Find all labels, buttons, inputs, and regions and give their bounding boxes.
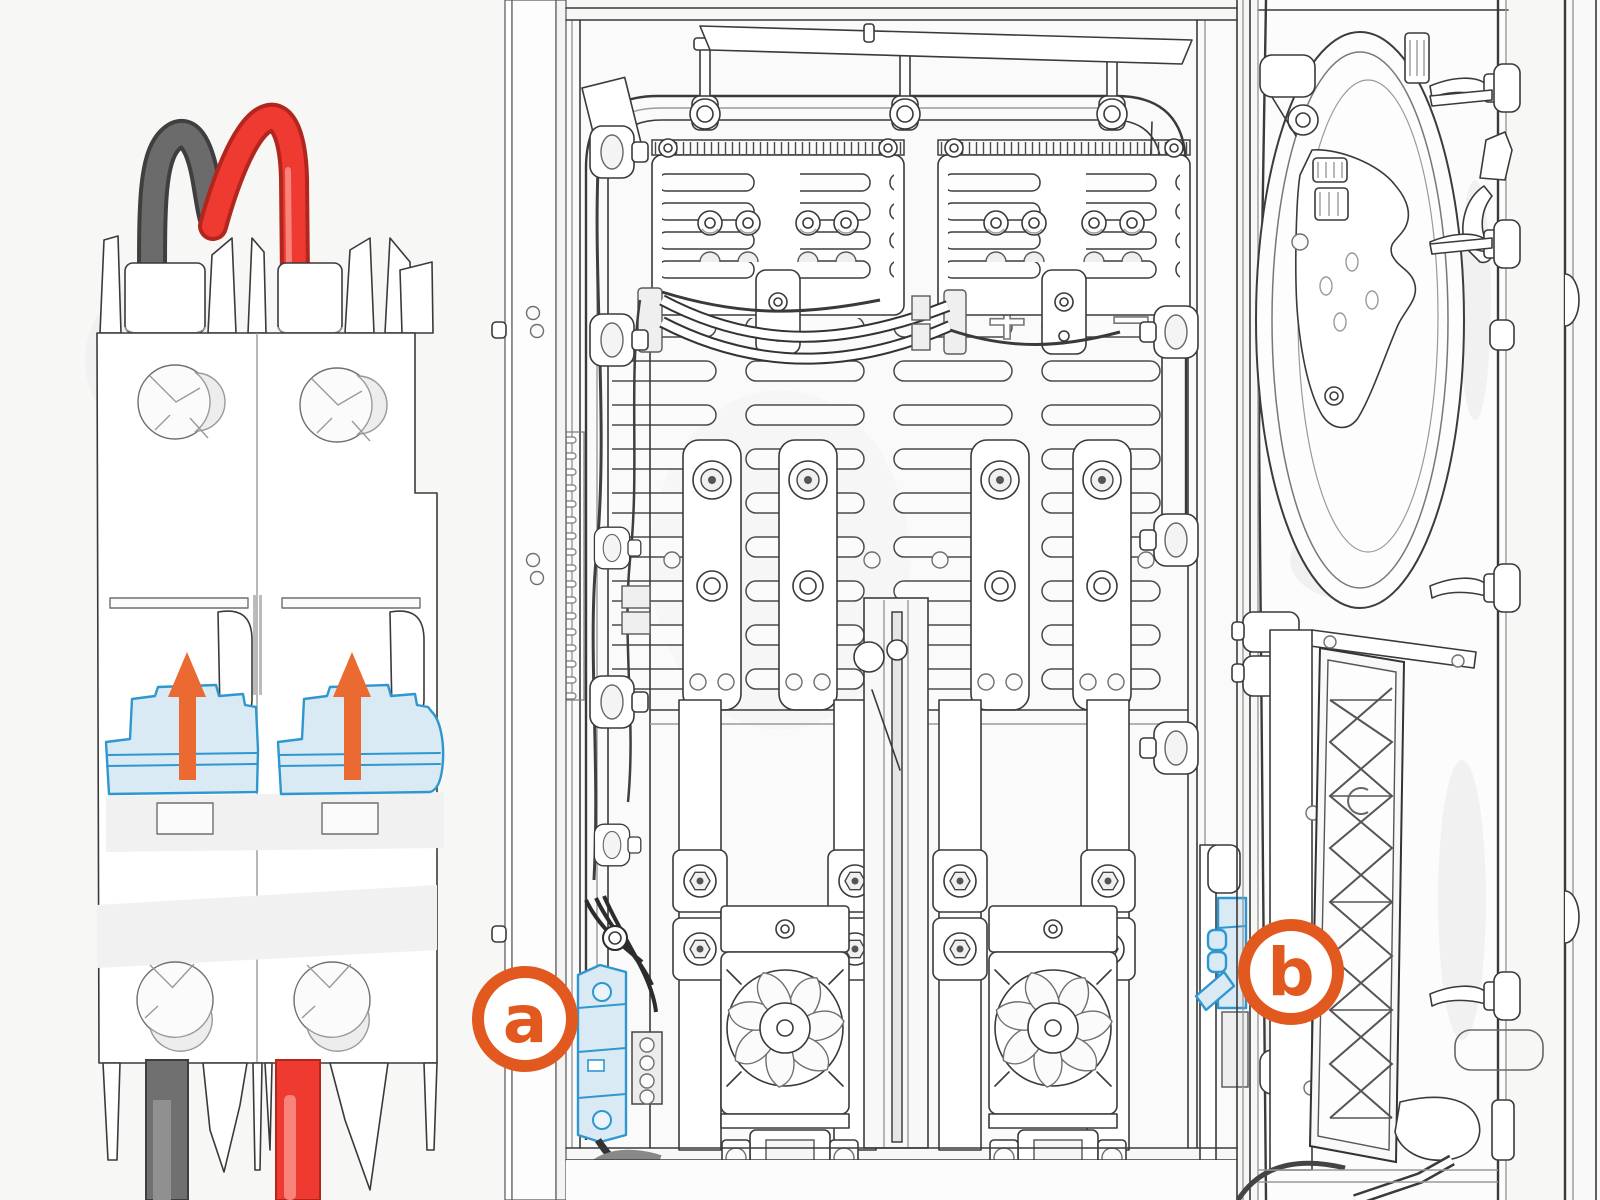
callout-badge-a: a	[472, 966, 578, 1072]
cooling-fan-right	[989, 906, 1117, 1155]
busbar-plate	[778, 439, 838, 711]
top-mount-plate	[699, 25, 1193, 65]
left-harness	[565, 19, 651, 1149]
breaker-window	[321, 802, 379, 835]
callout-badge-b: b	[1238, 919, 1344, 1025]
enclosure-wall	[1454, 0, 1600, 1200]
door-bottom-latch	[1235, 1096, 1515, 1200]
wire-terminals	[124, 262, 343, 337]
support-column	[933, 700, 987, 1150]
bottom-red-wire	[275, 1059, 321, 1200]
breaker-closeup-illustration	[85, 102, 445, 1200]
breaker-body	[96, 332, 438, 1064]
door-bracket	[1291, 149, 1417, 429]
breaker-window	[156, 802, 214, 835]
top-fins	[99, 235, 434, 334]
door-edge-hardware	[1404, 0, 1521, 1200]
cooling-fan-left	[721, 906, 849, 1155]
center-channel	[853, 597, 929, 1149]
red-wire	[198, 102, 310, 295]
lower-terminal-screws	[136, 961, 371, 1052]
bottom-black-wire	[145, 1059, 189, 1200]
busbar-plate	[682, 439, 742, 711]
cabinet-interior: + −	[491, 0, 1249, 1200]
callout-a-label: a	[503, 981, 548, 1058]
busbar-plate	[1072, 439, 1132, 711]
upper-terminal-screws	[137, 364, 388, 443]
up-arrow-icon-right	[333, 652, 371, 780]
filter-lattice-panel	[1269, 629, 1477, 1171]
support-column	[673, 700, 727, 1150]
callout-b-label: b	[1267, 934, 1314, 1011]
bottom-fins	[102, 1062, 438, 1191]
busbar-plate	[970, 439, 1030, 711]
top-peg	[863, 23, 875, 43]
up-arrow-icon-left	[168, 652, 206, 780]
